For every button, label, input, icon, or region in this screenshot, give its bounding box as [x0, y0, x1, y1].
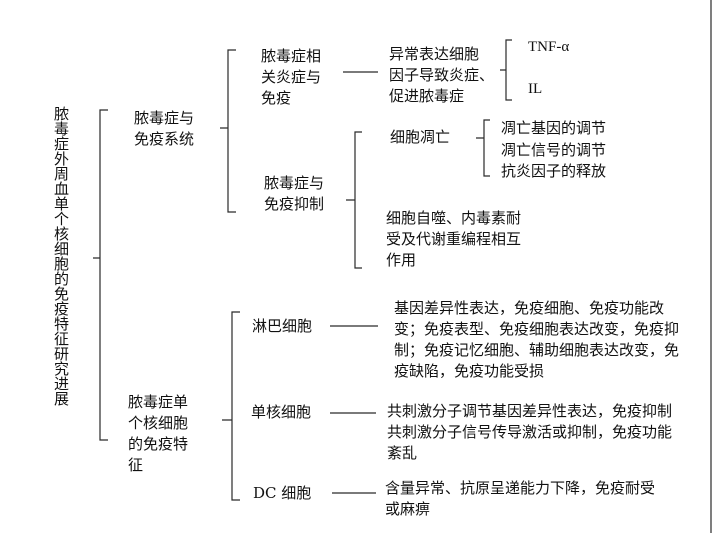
branch1-bracket [220, 49, 236, 213]
cytokine-bracket [500, 39, 512, 101]
cytokine-tnf: TNF-α [528, 39, 570, 55]
apoptosis-bracket [476, 119, 490, 177]
autophagy-detail: 细胞自噬、内毒素耐 受及代谢重编程相互 作用 [386, 209, 522, 269]
apoptosis-label: 细胞凋亡 [390, 128, 451, 146]
sub2-label: 脓毒症与 免疫抑制 [264, 174, 325, 213]
mono-label: 单核细胞 [251, 403, 312, 421]
apoptosis-item-1: 凋亡基因的调节 [501, 119, 607, 137]
sub2-bracket [346, 131, 362, 269]
dc-detail: 含量异常、抗原呈递能力下降，免疫耐受 或麻痹 [385, 479, 656, 518]
lymph-label: 淋巴细胞 [252, 317, 313, 335]
apoptosis-item-3: 抗炎因子的释放 [501, 162, 607, 180]
dc-label: DC 细胞 [253, 484, 312, 502]
branch2-label: 脓毒症单 个核细胞 的免疫特 征 [128, 393, 189, 474]
sub1-label: 脓毒症相 关炎症与 免疫 [261, 47, 322, 107]
root-bracket [93, 109, 108, 441]
branch2-bracket [222, 311, 240, 501]
branch1-label: 脓毒症与 免疫系统 [134, 109, 195, 148]
sub1-detail: 异常表达细胞 因子导致炎症、 促进脓毒症 [389, 45, 495, 105]
root-title: 脓毒症外周血单个核细胞的免疫特征研究进展 [52, 106, 70, 406]
cytokine-il: IL [528, 81, 543, 97]
lymph-detail: 基因差异性表达，免疫细胞、免疫功能改 变；免疫表型、免疫细胞表达改变，免疫抑 制… [394, 299, 680, 380]
mono-detail: 共刺激分子调节基因差异性表达，免疫抑制 共刺激分子信号传导激活或抑制，免疫功能 … [387, 402, 673, 462]
apoptosis-item-2: 凋亡信号的调节 [501, 141, 607, 159]
